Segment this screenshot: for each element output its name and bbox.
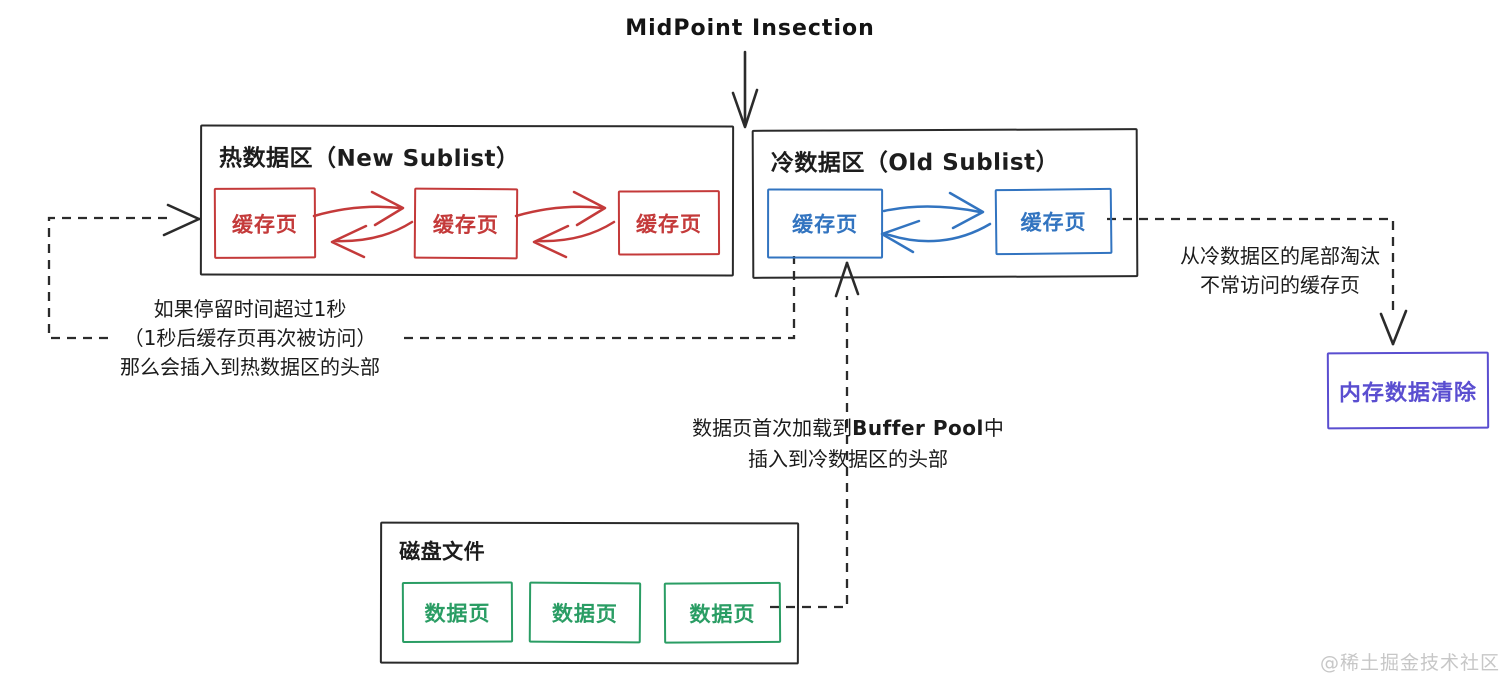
cold-area-title-en: （Old Sublist） xyxy=(864,149,1060,177)
cold-area-title: 冷数据区（Old Sublist） xyxy=(771,143,1059,178)
watermark: @稀土掘金技术社区 xyxy=(1319,652,1500,674)
cold-cache-page-1: 缓存页 xyxy=(767,188,884,259)
hot-cache-page-1: 缓存页 xyxy=(213,187,317,259)
cold-list-link-arrows-icon xyxy=(880,191,992,254)
disk-area-box: 磁盘文件 数据页 数据页 数据页 xyxy=(379,521,800,665)
load-note-line1: 数据页首次加载到Buffer Pool中 xyxy=(676,413,1020,444)
evict-note-line2: 不常访问的缓存页 xyxy=(1200,273,1360,297)
evict-note: 从冷数据区的尾部淘汰 不常访问的缓存页 xyxy=(1152,242,1408,300)
load-note-line1-post: 中 xyxy=(983,416,1004,440)
cold-cache-page-2: 缓存页 xyxy=(994,187,1113,256)
hot-cache-page-3: 缓存页 xyxy=(617,190,721,256)
promote-note-line2: （1秒后缓存页再次被访问） xyxy=(123,326,377,350)
cold-area-box: 冷数据区（Old Sublist） 缓存页 缓存页 xyxy=(751,128,1139,279)
hot-list-link-arrows-icon xyxy=(312,190,616,259)
memory-purge-box: 内存数据清除 xyxy=(1326,351,1490,430)
promote-note-line1: 如果停留时间超过1秒 xyxy=(153,297,347,321)
midpoint-arrow-icon xyxy=(731,50,759,129)
load-note-line1-en: Buffer Pool xyxy=(852,416,984,440)
hot-area-title-zh: 热数据区 xyxy=(219,145,314,172)
disk-area-title: 磁盘文件 xyxy=(399,539,486,564)
evict-path xyxy=(1107,217,1408,346)
midpoint-title: MidPoint Insection xyxy=(625,16,875,41)
disk-data-page-2: 数据页 xyxy=(528,581,642,644)
promote-note-line3: 那么会插入到热数据区的头部 xyxy=(120,355,380,379)
load-path xyxy=(770,261,860,609)
hot-area-box: 热数据区（New Sublist） 缓存页 缓存页 缓存页 xyxy=(199,124,735,277)
load-note-line2: 插入到冷数据区的头部 xyxy=(748,447,948,471)
disk-data-page-1: 数据页 xyxy=(401,581,514,643)
hot-area-title: 热数据区（New Sublist） xyxy=(219,139,520,174)
cold-area-title-zh: 冷数据区 xyxy=(770,150,865,177)
load-note: 数据页首次加载到Buffer Pool中 插入到冷数据区的头部 xyxy=(676,413,1020,475)
load-note-line1-pre: 数据页首次加载到 xyxy=(692,416,853,440)
evict-note-line1: 从冷数据区的尾部淘汰 xyxy=(1180,244,1380,268)
disk-data-page-3: 数据页 xyxy=(663,581,782,644)
hot-area-title-en: （New Sublist） xyxy=(313,145,520,173)
promote-note: 如果停留时间超过1秒 （1秒后缓存页再次被访问） 那么会插入到热数据区的头部 xyxy=(90,295,410,382)
promote-path xyxy=(47,203,796,340)
hot-cache-page-2: 缓存页 xyxy=(413,187,519,260)
